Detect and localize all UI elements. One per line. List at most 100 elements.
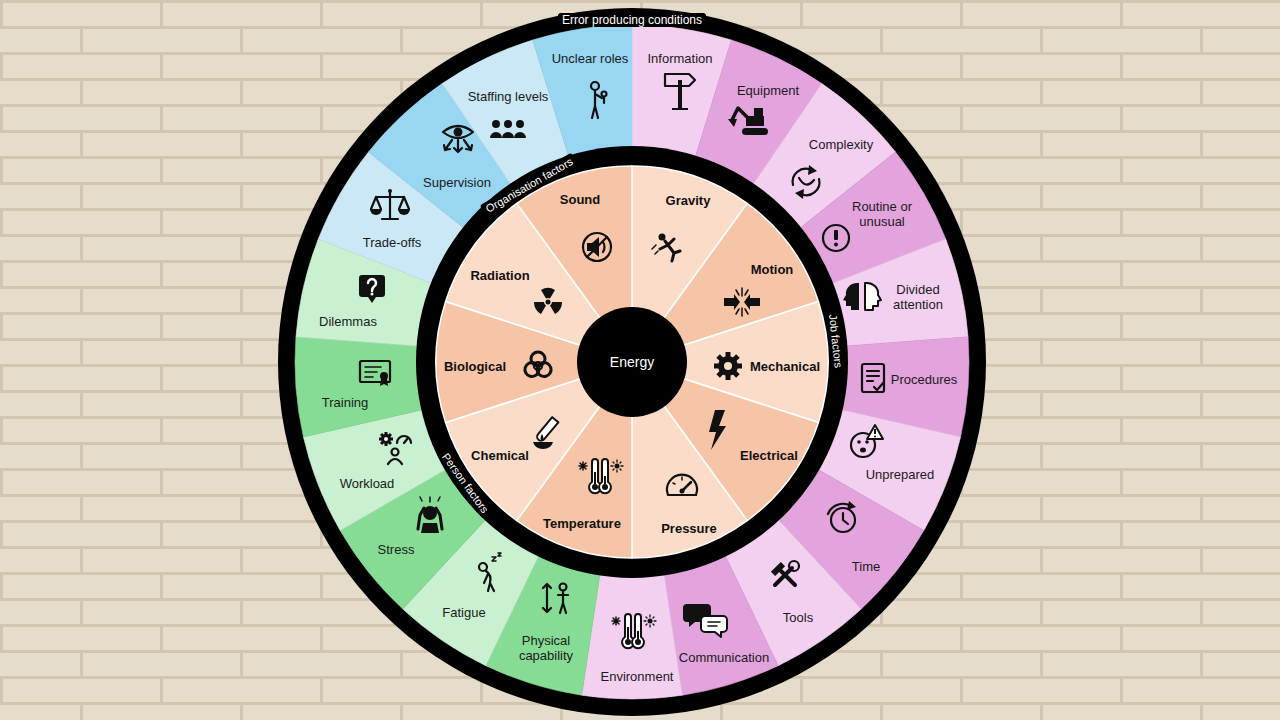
ring-title: Error producing conditions bbox=[558, 13, 706, 27]
segment-label: Communication bbox=[679, 650, 769, 665]
label-holder: Energy bbox=[610, 354, 654, 370]
label-holder: Pressure bbox=[661, 521, 717, 536]
energy-wedge: Gravity bbox=[630, 164, 750, 364]
label-holder: Equipment bbox=[737, 83, 799, 98]
test-tube-icon-part bbox=[541, 434, 544, 441]
factor-band-fill bbox=[416, 146, 848, 578]
energy-wedge-shape bbox=[630, 360, 821, 523]
energy-wedge: Temperature bbox=[514, 360, 634, 560]
segment-label: Fatigue bbox=[442, 605, 485, 620]
surprised-face-icon-part bbox=[865, 440, 869, 444]
segment-label: Training bbox=[322, 395, 368, 410]
segment-label: Unprepared bbox=[866, 467, 935, 482]
temperature-icon-part bbox=[615, 464, 620, 469]
thermometer-icon-part bbox=[637, 631, 639, 639]
factor-segment-fill bbox=[832, 239, 968, 346]
label-holder: Stress bbox=[378, 542, 415, 557]
signpost-icon-part bbox=[678, 80, 682, 108]
gear-icon-part bbox=[716, 354, 739, 377]
signpost-icon-part bbox=[672, 108, 688, 110]
label-holder: Fatigue bbox=[442, 605, 485, 620]
thermometer-icon-part bbox=[627, 627, 629, 639]
question-icon-part bbox=[368, 279, 376, 291]
segment-label: Time bbox=[852, 559, 880, 574]
label-holder: Communication bbox=[679, 650, 769, 665]
segment-label: Environment bbox=[601, 669, 674, 684]
energy-wedge-shape bbox=[443, 201, 634, 364]
segment-label: Stress bbox=[378, 542, 415, 557]
label-holder: Staffing levels bbox=[468, 89, 549, 104]
segment-label: Staffing levels bbox=[468, 89, 549, 104]
label-holder: Electrical bbox=[740, 448, 798, 463]
surprised-face-icon-part bbox=[874, 429, 876, 434]
eye-icon-part bbox=[454, 128, 463, 137]
wedge-label: Motion bbox=[751, 262, 794, 277]
hub-label: Energy bbox=[610, 354, 654, 370]
label-holder: Motion bbox=[751, 262, 794, 277]
gear-icon-part bbox=[716, 354, 739, 377]
question-icon-part bbox=[359, 275, 385, 297]
people-icon-part bbox=[516, 120, 524, 128]
label-holder: Unclear roles bbox=[552, 51, 629, 66]
temperature-icon-part bbox=[611, 460, 623, 472]
factor-segment-shape bbox=[662, 553, 781, 698]
wedge-label: Chemical bbox=[471, 448, 529, 463]
question-icon-part bbox=[371, 293, 374, 296]
energy-wedge: Pressure bbox=[630, 360, 750, 560]
energy-hub-fill bbox=[577, 307, 687, 417]
factor-segment: Trade-offs bbox=[316, 149, 466, 286]
segment-label: Tools bbox=[783, 610, 813, 625]
segment-label: Information bbox=[647, 51, 712, 66]
wedge-label: Mechanical bbox=[750, 359, 820, 374]
label-holder: Unprepared bbox=[866, 467, 935, 482]
workload-icon-part bbox=[379, 432, 393, 446]
label-holder: Divided attention bbox=[886, 282, 950, 312]
label-holder: Trade-offs bbox=[363, 235, 422, 250]
energy-wedge-shape bbox=[630, 201, 821, 364]
label-holder: Training bbox=[322, 395, 368, 410]
temperature-icon-part bbox=[592, 484, 598, 490]
wedge-label: Gravity bbox=[666, 193, 711, 208]
thermometer-icon-part bbox=[625, 639, 631, 645]
energy-wedge: Mechanical bbox=[630, 299, 830, 425]
factor-segment: Divided attention bbox=[830, 236, 971, 348]
energy-wedge: Radiation bbox=[443, 201, 634, 364]
factor-segment-fill bbox=[295, 337, 422, 437]
energy-wedge: Sound bbox=[514, 164, 634, 364]
energy-hub: Energy bbox=[577, 307, 687, 417]
gear-icon-part bbox=[718, 356, 738, 376]
band-label: Organisation factors bbox=[480, 152, 579, 217]
factor-segment: Tools bbox=[723, 517, 864, 668]
outer-ring-fill bbox=[278, 8, 986, 716]
energy-wedge: Electrical bbox=[630, 360, 821, 523]
stressed-person-icon-part bbox=[421, 523, 439, 533]
temperature-icon-part bbox=[594, 472, 596, 484]
excavator-icon-part bbox=[742, 128, 768, 135]
factor-segment: Workload bbox=[301, 407, 448, 533]
factor-segment-fill bbox=[664, 556, 778, 696]
gear-icon-part bbox=[724, 362, 732, 370]
thermometer-icon-part bbox=[612, 617, 620, 625]
factor-segment-shape bbox=[723, 517, 864, 668]
factor-segment: Information bbox=[630, 23, 734, 159]
factor-segment: Equipment bbox=[693, 37, 824, 187]
label-holder: Mechanical bbox=[750, 359, 820, 374]
label-holder: Time bbox=[852, 559, 880, 574]
label-holder: Temperature bbox=[543, 516, 621, 531]
people-icon-part bbox=[492, 120, 500, 128]
segment-label: Physical capability bbox=[511, 633, 581, 663]
label-holder: Person factors bbox=[426, 476, 505, 490]
factor-segment: Dilemmas bbox=[293, 236, 434, 348]
label-holder: Supervision bbox=[423, 175, 491, 190]
radiation-icon-part bbox=[546, 300, 551, 305]
wedge-label: Biological bbox=[444, 359, 506, 374]
segment-label: Workload bbox=[340, 476, 395, 491]
scales-icon-part bbox=[388, 189, 392, 193]
energy-wedge: Biological bbox=[434, 299, 634, 425]
surprised-face-icon-part bbox=[857, 440, 861, 444]
segment-label: Dilemmas bbox=[319, 314, 377, 329]
label-holder: Procedures bbox=[891, 372, 957, 387]
factor-segment: Training bbox=[293, 334, 425, 439]
